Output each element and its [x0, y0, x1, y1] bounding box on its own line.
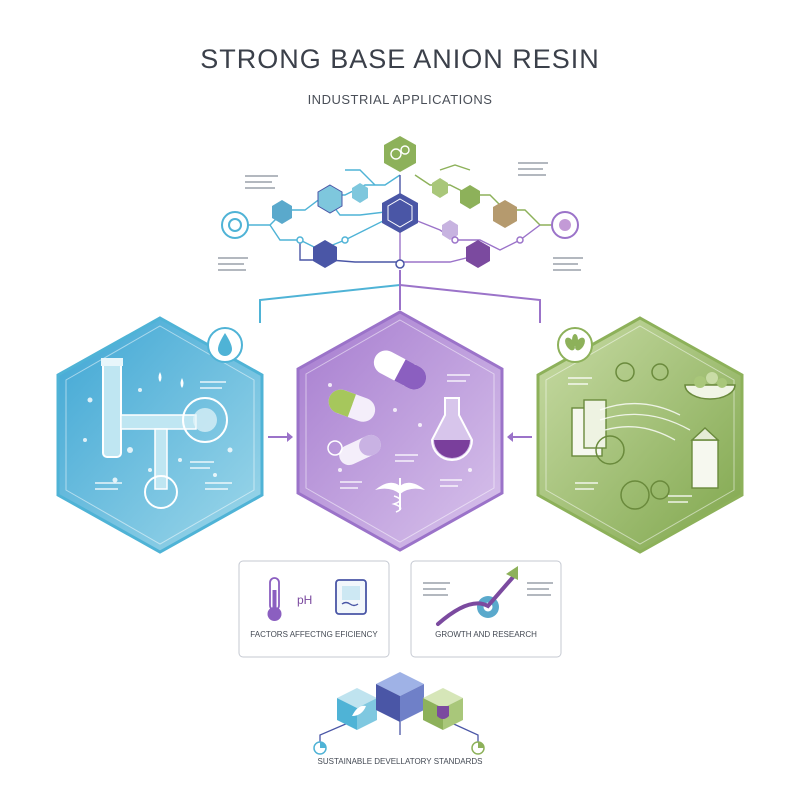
card-growth-label: GROWTH AND RESEARCH	[435, 630, 537, 639]
panel-water-treatment	[56, 316, 264, 554]
network-nodes	[221, 136, 579, 269]
leaf-small-icon	[352, 705, 366, 716]
capsule-icon	[373, 350, 427, 390]
page-title: STRONG BASE ANION RESIN	[200, 44, 600, 74]
sustainability-cubes	[313, 672, 485, 755]
card-factors	[238, 560, 390, 658]
ph-label: pH	[297, 593, 313, 607]
card-factors-label: FACTORS AFFECTNG EFICIENCY	[250, 630, 378, 639]
page-subtitle: INDUSTRIAL APPLICATIONS	[307, 92, 493, 107]
panel-food-beverage	[536, 316, 744, 554]
micro-text-placeholders	[218, 162, 583, 271]
shield-icon	[437, 706, 449, 719]
leaf-icon	[565, 334, 585, 351]
footer-label: SUSTAINABLE DEVELLATORY STANDARDS	[317, 757, 483, 766]
panel-pharmaceutical	[296, 310, 504, 552]
card-growth	[410, 560, 562, 658]
thermometer-icon	[267, 577, 282, 621]
water-drop-icon	[218, 333, 232, 356]
growth-arrow-icon	[436, 574, 516, 626]
panel-connectors	[259, 270, 541, 442]
